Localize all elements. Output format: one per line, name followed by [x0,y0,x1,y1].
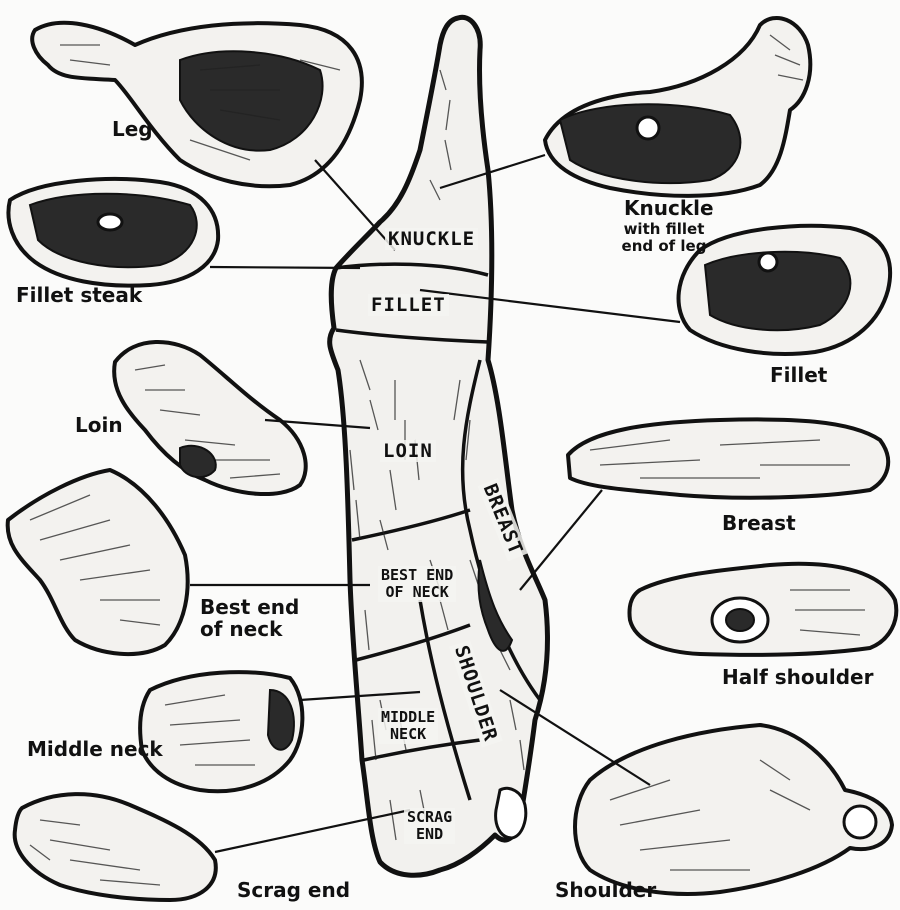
label-breast: Breast [722,512,796,534]
cut-illustration-shoulder [575,725,892,894]
label-scrag-end: Scrag end [237,879,350,901]
zone-middle-neck: MIDDLE NECK [378,708,438,744]
cut-illustration-scrag-end [15,794,216,900]
cut-illustration-best-end-of-neck [8,470,188,654]
label-loin: Loin [75,414,123,436]
label-half-shoulder: Half shoulder [722,666,873,688]
label-knuckle-note: with fillet end of leg [614,221,714,255]
zone-knuckle: KNUCKLE [385,228,478,250]
zone-best-end-of-neck: BEST END OF NECK [378,566,456,602]
label-fillet: Fillet [770,364,827,386]
foreleg-bone [496,788,526,838]
cut-illustration-fillet-steak [8,179,218,286]
cut-illustration-knuckle [545,18,810,196]
cut-illustration-loin [114,342,306,494]
label-best-end-of-neck: Best end of neck [200,596,299,640]
label-knuckle: Knuckle [624,197,714,219]
label-middle-neck: Middle neck [27,738,163,760]
leader-leg [315,160,395,250]
zone-scrag-end: SCRAG END [404,808,455,844]
cut-illustration-middle-neck [140,672,302,791]
label-shoulder: Shoulder [555,879,656,901]
zone-loin: LOIN [380,440,436,462]
cut-illustration-breast [568,419,888,497]
cut-illustration-leg [32,23,362,186]
leader-fillet-steak [210,267,360,268]
leader-breast [520,490,602,590]
carcass [330,17,548,875]
label-fillet-steak: Fillet steak [16,284,142,306]
cut-illustration-half-shoulder [629,564,896,655]
label-leg: Leg [112,118,153,140]
zone-fillet: FILLET [368,294,449,316]
